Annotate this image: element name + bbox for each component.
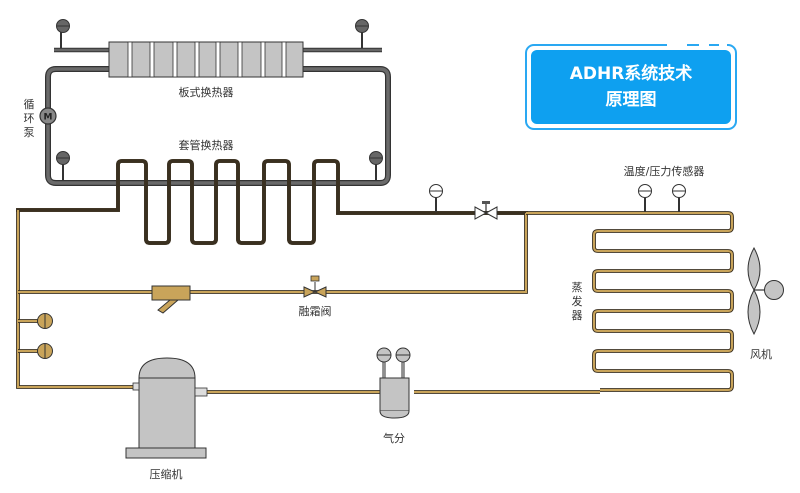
circulation-pump-label-3: 泵 bbox=[24, 126, 35, 139]
compressor bbox=[125, 357, 208, 459]
refrigerant-gauge-lower bbox=[37, 343, 53, 359]
evaporator-label-3: 器 bbox=[572, 309, 583, 322]
expansion-valve bbox=[474, 201, 498, 220]
tube-heat-exchanger-label: 套管换热器 bbox=[179, 138, 234, 152]
refrigerant-pipes bbox=[16, 159, 734, 394]
water-gauge-bottom-left bbox=[56, 151, 70, 181]
water-loop bbox=[45, 47, 391, 186]
title-line-2: 原理图 bbox=[605, 90, 657, 110]
evaporator-coil bbox=[526, 211, 734, 392]
defrost-valve bbox=[303, 275, 327, 298]
gas-separator bbox=[376, 347, 411, 419]
filter-strainer bbox=[151, 285, 191, 314]
circulation-pump: M bbox=[39, 107, 57, 125]
evaporator-label-2: 发 bbox=[572, 294, 583, 308]
plate-heat-exchanger-label: 板式换热器 bbox=[179, 85, 234, 99]
title-line-1: ADHR系统技术 bbox=[569, 64, 693, 84]
fan-icon bbox=[747, 246, 784, 336]
water-gauge-top-right bbox=[355, 19, 369, 48]
fan-label: 风机 bbox=[750, 347, 772, 361]
pump-symbol: M bbox=[44, 113, 53, 123]
temp-pressure-sensor-label: 温度/压力传感器 bbox=[624, 164, 705, 178]
circulation-pump-label-1: 循 bbox=[24, 98, 35, 111]
pipe-defrost-branch bbox=[18, 213, 528, 294]
title-border-gap bbox=[667, 43, 687, 47]
water-gauge-bottom-right bbox=[369, 151, 383, 181]
gas-separator-label: 气分 bbox=[383, 431, 405, 445]
tube-heat-exchanger-coil bbox=[16, 159, 528, 245]
pipe-left-main bbox=[16, 210, 136, 389]
evaporator-label-1: 蒸 bbox=[572, 281, 583, 294]
title-border-gap bbox=[719, 43, 727, 47]
circulation-pump-label-2: 环 bbox=[24, 112, 35, 125]
title-panel: ADHR系统技术 原理图 bbox=[531, 50, 731, 124]
title-box: ADHR系统技术 原理图 bbox=[525, 43, 737, 130]
discharge-gauge bbox=[429, 184, 443, 212]
compressor-label: 压缩机 bbox=[150, 467, 183, 481]
water-gauge-top-left bbox=[56, 19, 70, 48]
temp-pressure-sensor-2 bbox=[672, 184, 686, 212]
title-border-gap bbox=[699, 43, 709, 47]
plate-heat-exchanger bbox=[108, 41, 304, 78]
refrigerant-gauge-upper bbox=[37, 313, 53, 329]
defrost-valve-label: 融霜阀 bbox=[299, 304, 332, 318]
temp-pressure-sensor-1 bbox=[638, 184, 652, 212]
